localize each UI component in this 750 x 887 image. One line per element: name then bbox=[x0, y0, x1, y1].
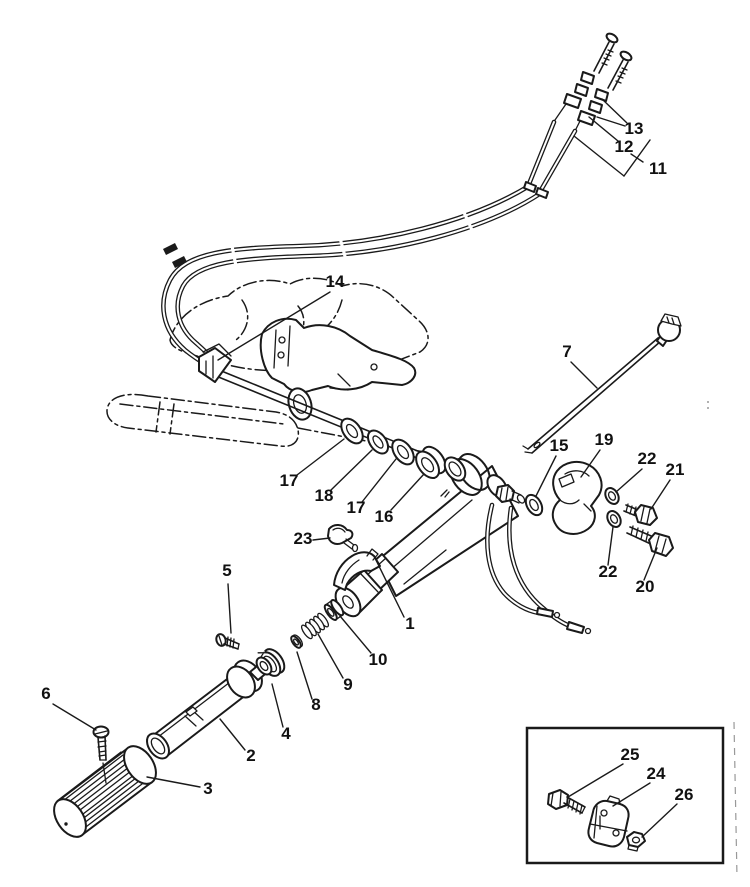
inset-box bbox=[525, 726, 725, 865]
leader-line-19 bbox=[580, 449, 601, 478]
callout-label-23-24: 23 bbox=[294, 529, 313, 548]
leader-line-11 bbox=[573, 135, 625, 177]
callout-label-6-5: 6 bbox=[41, 684, 50, 703]
cam-bracket-19 bbox=[551, 460, 603, 535]
callout-label-10-9: 10 bbox=[369, 650, 388, 669]
callout-label-26-27: 26 bbox=[675, 785, 694, 804]
retainer-clip bbox=[327, 524, 359, 553]
cable-end-upper bbox=[523, 32, 619, 193]
leader-line-13 bbox=[601, 98, 628, 124]
leader-line-24 bbox=[612, 782, 651, 807]
washer-18 bbox=[366, 429, 390, 455]
pivot-cables bbox=[485, 502, 592, 635]
callout-label-18-17: 18 bbox=[315, 486, 334, 505]
leader-line-3 bbox=[146, 776, 201, 788]
cable-anchor-tab bbox=[333, 548, 381, 591]
leader-line-15 bbox=[535, 455, 557, 497]
throttle-spring-9 bbox=[300, 612, 330, 640]
callout-label-17-18: 17 bbox=[347, 498, 366, 517]
leader-line-7 bbox=[570, 361, 598, 389]
leader-line-23 bbox=[312, 537, 331, 541]
leader-line-4 bbox=[271, 683, 284, 728]
callout-layer: 1234567891011121314151617181719202122222… bbox=[41, 98, 694, 838]
leader-line-26 bbox=[641, 803, 678, 838]
washer-8 bbox=[290, 634, 304, 649]
clamp-block-24 bbox=[587, 795, 630, 848]
callout-label-19-19: 19 bbox=[595, 430, 614, 449]
leader-line-10 bbox=[339, 615, 372, 654]
callout-label-5-4: 5 bbox=[222, 561, 231, 580]
washer-17-rear bbox=[391, 438, 415, 466]
screw-5 bbox=[215, 633, 240, 650]
leader-line-6 bbox=[52, 703, 97, 731]
callout-label-11-10: 11 bbox=[649, 159, 667, 178]
leader-line-16 bbox=[390, 473, 425, 511]
washer-17-front bbox=[340, 417, 364, 445]
callout-label-15-14: 15 bbox=[550, 436, 569, 455]
leader-line-12 bbox=[588, 116, 619, 142]
leader-line-25 bbox=[567, 763, 624, 798]
callout-label-3-2: 3 bbox=[203, 779, 212, 798]
leader-line-17 bbox=[296, 438, 345, 476]
throttle-cable-loop bbox=[161, 183, 544, 376]
leader-line-17 bbox=[361, 458, 397, 503]
callout-label-2-1: 2 bbox=[246, 746, 255, 765]
leader-line-20 bbox=[643, 547, 658, 581]
callout-label-25-26: 25 bbox=[621, 745, 640, 764]
steering-arm bbox=[259, 317, 417, 421]
bolt-21 bbox=[623, 503, 658, 526]
callout-label-7-6: 7 bbox=[562, 342, 571, 361]
pivot-boss bbox=[486, 474, 526, 504]
twist-grip-3 bbox=[53, 745, 157, 838]
bolt-25 bbox=[547, 789, 586, 815]
throttle-nut-10 bbox=[323, 599, 345, 621]
leader-line-22 bbox=[607, 526, 614, 566]
callout-label-1-0: 1 bbox=[405, 614, 414, 633]
leader-line-21 bbox=[650, 479, 671, 510]
callout-label-17-16: 17 bbox=[280, 471, 299, 490]
screw-6 bbox=[92, 725, 110, 784]
leader-line-8 bbox=[296, 651, 313, 700]
leader-line-18 bbox=[330, 449, 373, 491]
leader-line-5 bbox=[227, 583, 232, 634]
callout-label-4-3: 4 bbox=[281, 724, 291, 743]
callout-label-22-22: 22 bbox=[638, 449, 657, 468]
leader-line-22 bbox=[615, 468, 643, 493]
callout-label-20-20: 20 bbox=[636, 577, 655, 596]
callout-label-12-11: 12 bbox=[615, 137, 634, 156]
washer-22-upper bbox=[604, 487, 620, 505]
leader-line-11 bbox=[630, 153, 644, 163]
handle-shaft-2 bbox=[146, 656, 273, 760]
fold-marks bbox=[707, 401, 738, 879]
callout-label-9-8: 9 bbox=[343, 675, 352, 694]
leader-line-2 bbox=[219, 718, 246, 751]
nut-26 bbox=[626, 831, 646, 852]
leader-line-1 bbox=[373, 555, 405, 618]
bolt-20 bbox=[626, 525, 674, 557]
callout-label-14-13: 14 bbox=[326, 272, 345, 291]
callout-label-21-21: 21 bbox=[666, 460, 685, 479]
callout-label-24-25: 24 bbox=[647, 764, 666, 783]
cable-end-lower bbox=[535, 50, 633, 199]
leader-line-13 bbox=[596, 116, 626, 127]
leader-line-14 bbox=[217, 291, 331, 361]
leader-line-9 bbox=[317, 633, 344, 679]
callout-label-22-23: 22 bbox=[599, 562, 618, 581]
callout-label-8-7: 8 bbox=[311, 695, 320, 714]
callout-label-13-12: 13 bbox=[625, 119, 644, 138]
callout-label-16-15: 16 bbox=[375, 507, 394, 526]
washer-22-lower bbox=[606, 510, 622, 528]
washer-15 bbox=[524, 493, 544, 517]
shift-rod bbox=[522, 313, 682, 454]
spacer-16 bbox=[415, 445, 447, 480]
